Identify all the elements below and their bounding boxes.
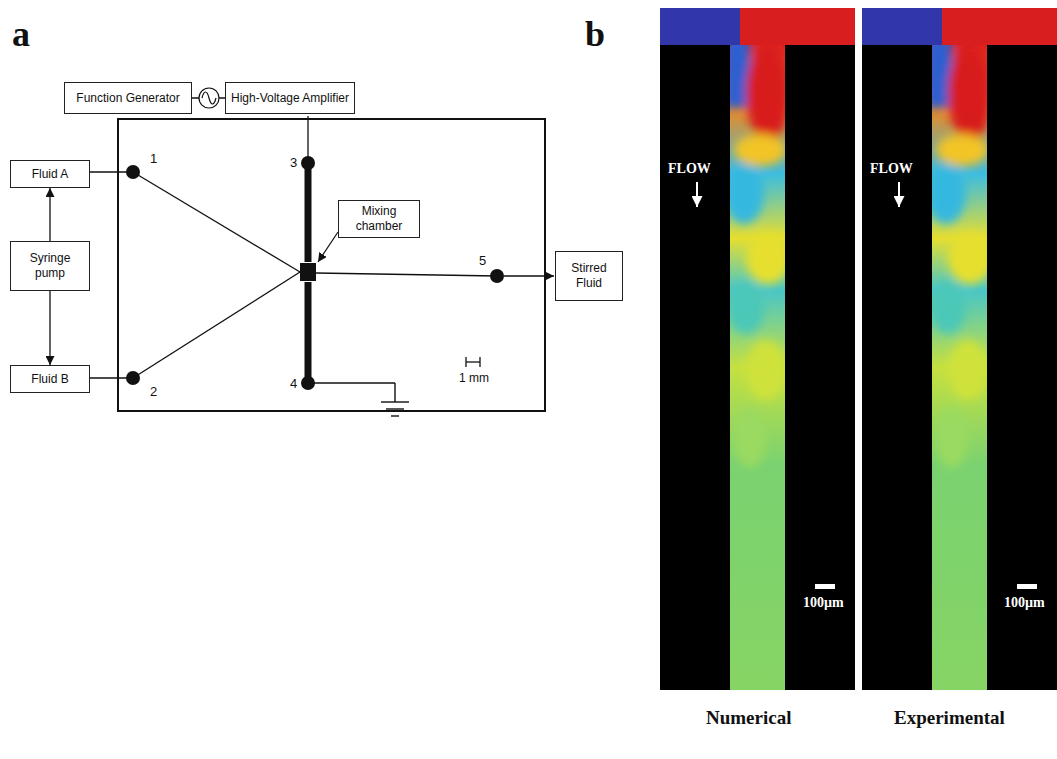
tube [90, 171, 128, 172]
port-number: 3 [290, 156, 297, 169]
scale-bar [815, 584, 835, 589]
node-text: Fluid B [31, 372, 68, 387]
panel-letter: b [585, 16, 605, 52]
channel [316, 273, 497, 276]
flow-arrow [898, 182, 900, 207]
fluid-box: Fluid A [10, 160, 90, 188]
electrode [305, 165, 312, 262]
node-text: High-Voltage Amplifier [231, 91, 349, 106]
connector [49, 188, 50, 241]
tube [90, 377, 128, 378]
scale-label: 100µm [803, 596, 844, 610]
flow-label: FLOW [870, 162, 913, 176]
port [490, 269, 504, 283]
node-text: Mixing chamber [343, 204, 415, 234]
leader-arrow [318, 232, 338, 262]
scale-bar [1017, 584, 1037, 589]
pump-box: Syringe pump [10, 241, 90, 291]
callout-box: Mixing chamber [338, 200, 420, 238]
outlet-arrow [504, 275, 554, 276]
fluid-box: Fluid B [10, 365, 90, 393]
channel [133, 172, 300, 272]
flow-arrow [696, 182, 698, 207]
scale-label: 100µm [1004, 596, 1045, 610]
port-number: 2 [150, 385, 157, 398]
node-text: Function Generator [76, 91, 179, 106]
channel [133, 272, 300, 378]
experiment-image [862, 8, 1057, 690]
port-number: 5 [479, 254, 486, 267]
instrument-box: High-Voltage Amplifier [225, 82, 355, 114]
panel-caption: Numerical [706, 708, 791, 727]
port [301, 156, 315, 170]
sine-symbol [199, 88, 219, 108]
electrode [305, 282, 312, 381]
scale-label: 1 mm [459, 372, 489, 384]
panel-caption: Experimental [894, 708, 1005, 727]
scale-bar [466, 357, 480, 367]
panel-letter: a [12, 16, 30, 52]
port-number: 1 [150, 152, 157, 165]
port-number: 4 [290, 377, 297, 390]
simulation-image [660, 8, 855, 690]
node-text: Fluid A [32, 167, 69, 182]
instrument-box: Function Generator [64, 82, 192, 114]
mixing-chamber [300, 263, 316, 281]
chip-outline [118, 119, 545, 411]
connector [49, 291, 50, 365]
flow-label: FLOW [668, 162, 711, 176]
output-box: Stirred Fluid [555, 251, 623, 301]
node-text: Stirred Fluid [560, 261, 618, 291]
ground-symbol [308, 383, 409, 416]
node-text: Syringe pump [15, 251, 85, 281]
wire [307, 116, 308, 160]
